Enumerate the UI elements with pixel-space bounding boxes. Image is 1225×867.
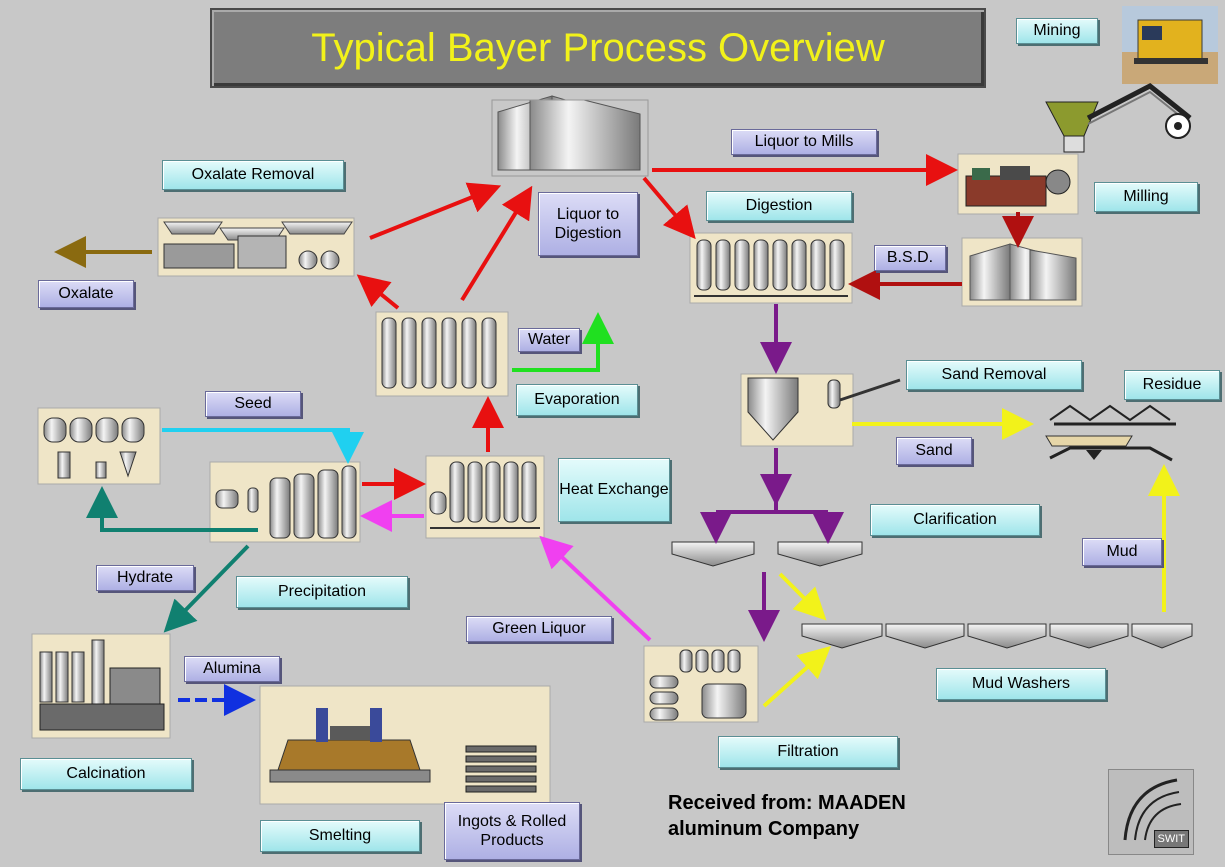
filtration-equipment [643, 645, 759, 723]
label-filtration[interactable]: Filtration [718, 736, 898, 768]
heat-exchange-equipment [425, 455, 545, 539]
swit-logo: SWIT [1108, 769, 1194, 855]
label-mining[interactable]: Mining [1016, 18, 1098, 44]
label-evaporation[interactable]: Evaporation [516, 384, 638, 416]
flow-hydrate-recycle [86, 486, 258, 532]
label-seed[interactable]: Seed [205, 391, 301, 417]
label-oxalate[interactable]: Oxalate [38, 280, 134, 308]
mud-washer-tanks [801, 623, 1193, 649]
label-smelting[interactable]: Smelting [260, 820, 420, 852]
bsd-tanks [961, 237, 1083, 307]
label-green-liquor[interactable]: Green Liquor [466, 616, 612, 642]
residue-area [1045, 404, 1176, 462]
flow-green-liquor [539, 535, 652, 642]
mining-train-image [1122, 6, 1218, 84]
label-hydrate[interactable]: Hydrate [96, 565, 194, 591]
label-water[interactable]: Water [518, 328, 580, 352]
label-milling[interactable]: Milling [1094, 182, 1198, 212]
smelting-pot-image [259, 685, 551, 805]
oxalate-removal-equipment [157, 217, 355, 277]
swit-logo-text: SWIT [1153, 830, 1189, 848]
flow-clarifier-to-washers [778, 572, 827, 621]
label-calcination[interactable]: Calcination [20, 758, 192, 790]
credit-line-1: Received from: MAADEN [668, 792, 906, 814]
flow-to-digestion [642, 176, 696, 240]
label-sand[interactable]: Sand [896, 437, 972, 465]
flow-seed [162, 428, 364, 464]
label-digestion[interactable]: Digestion [706, 191, 852, 221]
label-bsd[interactable]: B.S.D. [874, 245, 946, 271]
calcination-plant [31, 633, 171, 739]
label-sand-removal[interactable]: Sand Removal [906, 360, 1082, 390]
credit-text: Received from: MAADEN aluminum Company [668, 790, 988, 842]
conveyor-hopper-image [1045, 83, 1192, 153]
flow-filtration-to-washers [762, 645, 831, 708]
credit-line-2: aluminum Company [668, 818, 860, 840]
label-residue[interactable]: Residue [1124, 370, 1220, 400]
label-mud[interactable]: Mud [1082, 538, 1162, 566]
label-alumina[interactable]: Alumina [184, 656, 280, 682]
liquor-storage-tanks [491, 95, 649, 177]
flow-evaporation-to-oxalate [356, 274, 400, 310]
label-liquor-to-digestion[interactable]: Liquor to Digestion [538, 192, 638, 256]
label-clarification[interactable]: Clarification [870, 504, 1040, 536]
clarifier-tanks [671, 541, 863, 567]
seed-tanks [37, 407, 161, 485]
flow-oxalate-to-tanks [369, 182, 502, 240]
diagram-title: Typical Bayer Process Overview [210, 8, 986, 88]
label-liquor-to-mills[interactable]: Liquor to Mills [731, 129, 877, 155]
label-mud-washers[interactable]: Mud Washers [936, 668, 1106, 700]
milling-equipment [957, 153, 1079, 215]
sand-removal-equipment [740, 373, 901, 447]
label-precipitation[interactable]: Precipitation [236, 576, 408, 608]
swit-logo-icon [1123, 778, 1182, 841]
flow-sand-to-clarification [700, 448, 844, 544]
evaporation-equipment [375, 311, 509, 397]
flow-water-out [512, 312, 614, 372]
flow-evaporation-to-tanks [460, 185, 533, 302]
digestion-equipment [689, 232, 853, 304]
label-oxalate-removal[interactable]: Oxalate Removal [162, 160, 344, 190]
label-heat-exchange[interactable]: Heat Exchange [558, 458, 670, 522]
flow-hydrate-to-calcination [163, 544, 250, 633]
label-ingots-rolled-products[interactable]: Ingots & Rolled Products [444, 802, 580, 860]
